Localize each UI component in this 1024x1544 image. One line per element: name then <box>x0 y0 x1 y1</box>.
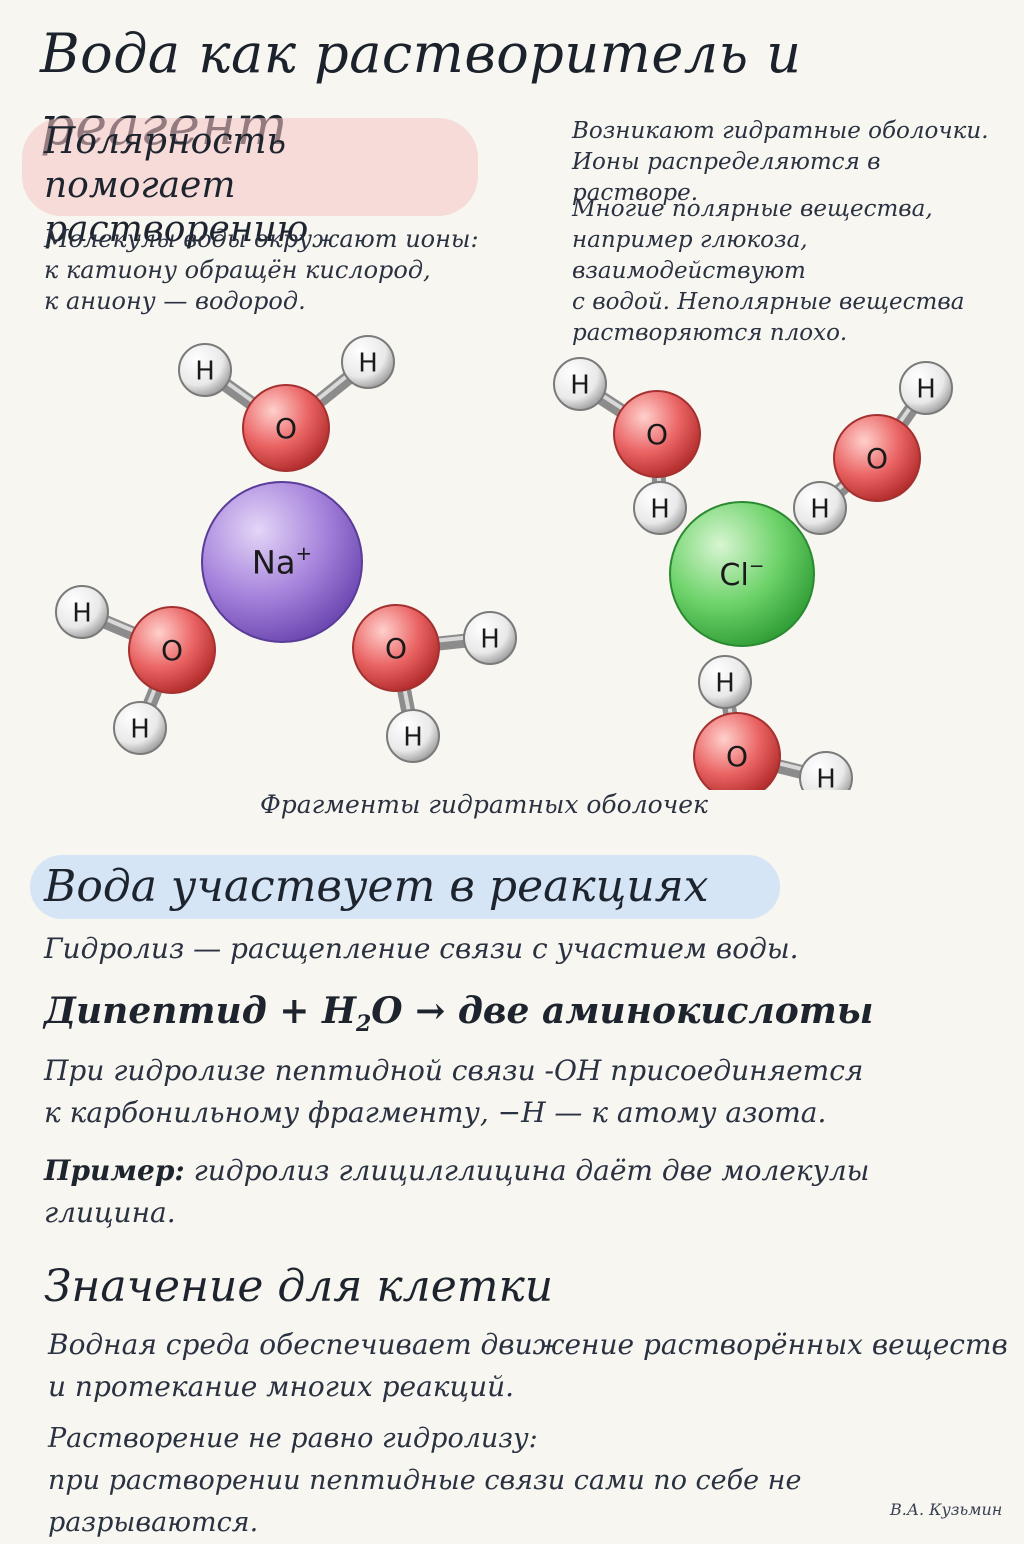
oxygen-atom: O <box>352 604 440 692</box>
hydrogen-atom-label: H <box>358 348 378 378</box>
diagram-caption: Фрагменты гидратных оболочек <box>260 790 708 819</box>
side-note-line: Многие полярные вещества, <box>572 196 933 222</box>
section3-line: и протекание многих реакций. <box>48 1370 515 1403</box>
hydrogen-atom-label: H <box>810 494 830 524</box>
example-text: гидролиз глицилглицина даёт две молекулы <box>184 1154 870 1187</box>
oxygen-atom: O <box>693 712 781 790</box>
section3-line: при растворении пептидные связи сами по … <box>48 1465 802 1538</box>
oxygen-atom-sphere <box>128 606 216 694</box>
hydrogen-atom: H <box>55 585 109 639</box>
hydrogen-atom-label: H <box>195 356 215 386</box>
section1-text: Молекулы воды окружают ионы: к катиону о… <box>44 224 514 317</box>
atoms-layer: Na+ Cl− O H H O H H O H H O H H O H H O H H <box>55 335 953 790</box>
chloride-ion: Cl− <box>669 501 815 647</box>
side-note-line: Ионы распределяются в растворе. <box>572 149 881 206</box>
oxygen-atom-sphere <box>693 712 781 790</box>
side-note-line: например глюкоза, взаимодействуют <box>572 227 808 284</box>
sodium-ion: Na+ <box>201 481 363 643</box>
sodium-ion-sphere <box>201 481 363 643</box>
oxygen-atom-label: O <box>646 418 668 451</box>
hydrogen-atom-sphere <box>386 709 440 763</box>
section1-heading-line2: растворению <box>44 209 309 250</box>
oxygen-atom-label: O <box>161 634 183 667</box>
section3-para1: Водная среда обеспечивает движение раств… <box>48 1324 1008 1408</box>
section1-heading: Полярность помогает растворению <box>44 120 484 252</box>
oxygen-atom-label: O <box>866 442 888 475</box>
hydrogen-atom: H <box>553 357 607 411</box>
section1-text-line: Молекулы воды окружают ионы: <box>44 225 479 253</box>
side-note-1: Возникают гидратные оболочки. Ионы распр… <box>572 116 1012 209</box>
hydrogen-atom-sphere <box>341 335 395 389</box>
hydrogen-atom-label: H <box>72 598 92 628</box>
section1-text-line: к аниону — водород. <box>44 287 306 315</box>
oxygen-atom-sphere <box>833 414 921 502</box>
side-note-line: Возникают гидратные оболочки. <box>572 118 989 144</box>
hydrogen-atom: H <box>463 611 517 665</box>
hydrogen-atom: H <box>386 709 440 763</box>
oxygen-atom-label: O <box>385 632 407 665</box>
hydrogen-atom-label: H <box>480 624 500 654</box>
example-label: Пример: <box>44 1154 185 1187</box>
heading-highlight-blue <box>30 855 780 919</box>
oxygen-atom: O <box>613 390 701 478</box>
example-text-line2: глицина. <box>44 1196 176 1229</box>
hydrogen-atom: H <box>799 751 853 790</box>
side-note-line: с водой. Неполярные вещества <box>572 289 965 315</box>
author-signature: В.А. Кузьмин <box>890 1500 1003 1519</box>
section2-heading: Вода участвует в реакциях <box>44 861 709 912</box>
explanation-line: к карбонильному фрагменту, −H — к атому … <box>44 1096 827 1129</box>
oxygen-atom-sphere <box>352 604 440 692</box>
hydrogen-atom: H <box>698 655 752 709</box>
hydrogen-atom-sphere <box>793 481 847 535</box>
equation-right: O → две аминокислоты <box>371 990 874 1032</box>
oxygen-atom: O <box>128 606 216 694</box>
oxygen-atom: O <box>833 414 921 502</box>
equation-subscript: 2 <box>355 1011 372 1038</box>
hydrogen-atom-label: H <box>715 668 735 698</box>
hydration-shells-diagram: Na+ Cl− O H H O H H O H H O H H O H H O H H <box>55 335 953 790</box>
hydrogen-atom-label: H <box>650 494 670 524</box>
hydrolysis-example: Пример: гидролиз глицилглицина даёт две … <box>44 1150 1004 1234</box>
hydrogen-atom-sphere <box>113 701 167 755</box>
hydrogen-atom: H <box>793 481 847 535</box>
section3-heading: Значение для клетки <box>44 1261 554 1312</box>
hydrogen-atom-sphere <box>698 655 752 709</box>
hydrolysis-explanation: При гидролизе пептидной связи -OH присое… <box>44 1050 1004 1134</box>
hydrogen-atom-label: H <box>130 714 150 744</box>
hydrogen-atom: H <box>113 701 167 755</box>
hydrogen-atom: H <box>899 361 953 415</box>
section3-line: Растворение не равно гидролизу: <box>48 1423 538 1454</box>
hydrolysis-equation: Дипептид + H2O → две аминокислоты <box>44 986 1004 1049</box>
hydrogen-atom: H <box>633 481 687 535</box>
oxygen-atom-sphere <box>242 384 330 472</box>
side-note-line: растворяются плохо. <box>572 320 848 346</box>
side-note-2: Многие полярные вещества, например глюко… <box>572 194 1012 349</box>
section3-line: Водная среда обеспечивает движение раств… <box>48 1328 1008 1361</box>
section1-text-line: к катиону обращён кислород, <box>44 256 431 284</box>
hydrogen-atom-sphere <box>799 751 853 790</box>
oxygen-atom: O <box>242 384 330 472</box>
hydrogen-atom-label: H <box>570 370 590 400</box>
hydrogen-atom-label: H <box>916 374 936 404</box>
section1-heading-line1: Полярность помогает <box>44 121 287 206</box>
hydrogen-atom-label: H <box>816 764 836 790</box>
hydrogen-atom: H <box>178 343 232 397</box>
hydrogen-atom-sphere <box>633 481 687 535</box>
equation-left: Дипептид + H <box>44 990 356 1032</box>
hydrogen-atom: H <box>341 335 395 389</box>
hydrogen-atom-sphere <box>463 611 517 665</box>
hydrogen-atom-sphere <box>899 361 953 415</box>
oxygen-atom-label: O <box>275 412 297 445</box>
hydrogen-atom-sphere <box>553 357 607 411</box>
hydrogen-atom-sphere <box>178 343 232 397</box>
hydrogen-atom-label: H <box>403 722 423 752</box>
hydrolysis-definition: Гидролиз — расщепление связи с участием … <box>44 932 799 965</box>
explanation-line: При гидролизе пептидной связи -OH присое… <box>44 1054 864 1087</box>
oxygen-atom-sphere <box>613 390 701 478</box>
chloride-ion-sphere <box>669 501 815 647</box>
heading-highlight-pink <box>22 118 478 216</box>
oxygen-atom-label: O <box>726 740 748 773</box>
hydrogen-atom-sphere <box>55 585 109 639</box>
section3-para2: Растворение не равно гидролизу: при раст… <box>48 1418 1018 1544</box>
